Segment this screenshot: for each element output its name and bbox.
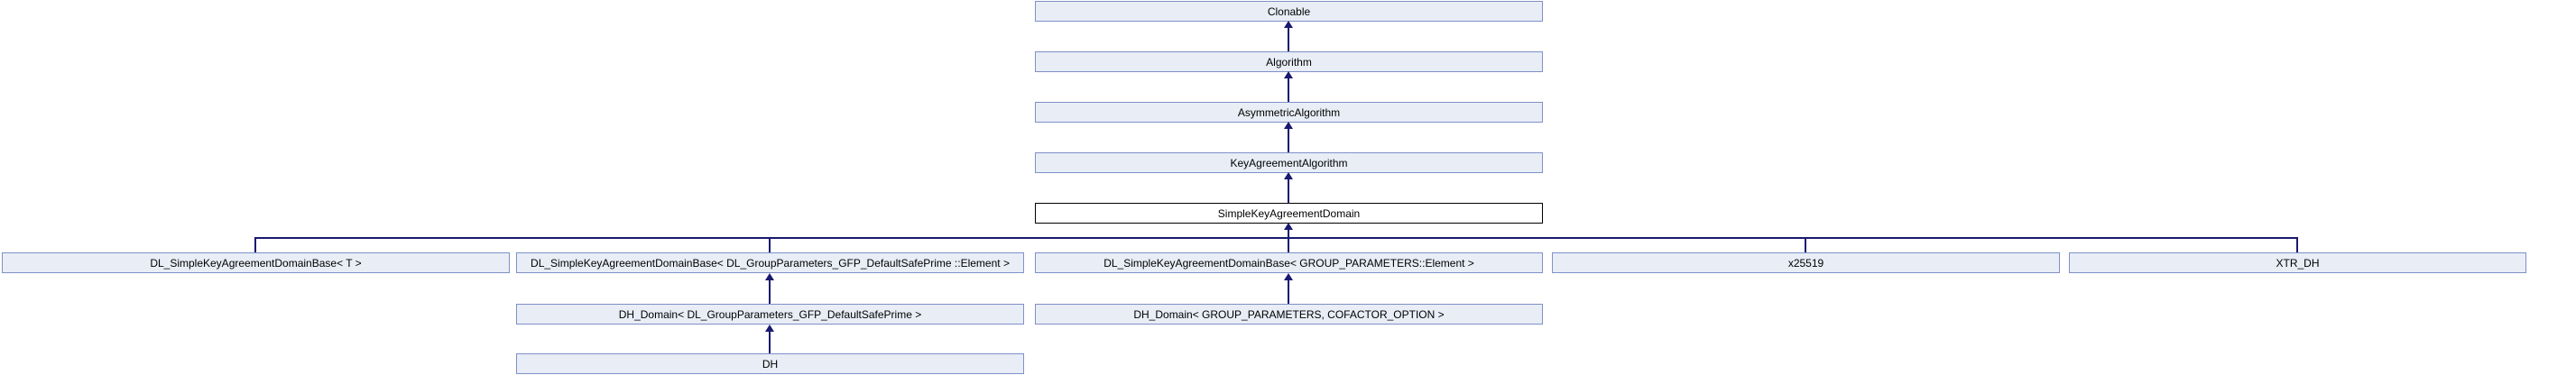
- class-node-dl-simplekeyagreementdomainbase-t[interactable]: DL_SimpleKeyAgreementDomainBase< T >: [2, 252, 510, 273]
- inheritance-stub-line: [254, 237, 256, 252]
- class-node-x25519[interactable]: x25519: [1552, 252, 2060, 273]
- class-node-xtr-dh[interactable]: XTR_DH: [2069, 252, 2526, 273]
- class-node-algorithm[interactable]: Algorithm: [1035, 51, 1543, 72]
- class-node-dl-simplekeyagreementdomainbase-group-parameters[interactable]: DL_SimpleKeyAgreementDomainBase< GROUP_P…: [1035, 252, 1543, 273]
- inheritance-bus-line: [255, 237, 2298, 239]
- inheritance-edge-line: [769, 279, 771, 304]
- inheritance-edge-line: [1288, 178, 1289, 203]
- inheritance-edge-line: [1288, 78, 1289, 102]
- inheritance-arrowhead: [1284, 273, 1293, 280]
- inheritance-arrowhead: [1284, 122, 1293, 129]
- inheritance-arrowhead: [765, 273, 774, 280]
- inheritance-edge-line: [1288, 128, 1289, 152]
- class-node-dh[interactable]: DH: [516, 353, 1024, 374]
- class-node-dh-domain-defaultsafeprime[interactable]: DH_Domain< DL_GroupParameters_GFP_Defaul…: [516, 304, 1024, 325]
- class-node-dh-domain-group-parameters[interactable]: DH_Domain< GROUP_PARAMETERS, COFACTOR_OP…: [1035, 304, 1543, 325]
- class-node-asymmetric-algorithm[interactable]: AsymmetricAlgorithm: [1035, 102, 1543, 123]
- inheritance-stub-line: [769, 237, 771, 252]
- inheritance-stub-line: [2296, 237, 2298, 252]
- inheritance-arrowhead: [1284, 71, 1293, 78]
- inheritance-edge-line: [1288, 279, 1289, 304]
- class-node-clonable[interactable]: Clonable: [1035, 1, 1543, 22]
- class-node-key-agreement-algorithm[interactable]: KeyAgreementAlgorithm: [1035, 152, 1543, 173]
- inheritance-edge-line: [1288, 229, 1289, 238]
- inheritance-arrowhead: [1284, 21, 1293, 28]
- inheritance-arrowhead: [765, 325, 774, 332]
- inheritance-arrowhead: [1284, 223, 1293, 230]
- inheritance-arrowhead: [1284, 172, 1293, 179]
- inheritance-stub-line: [1288, 237, 1289, 252]
- class-node-dl-simplekeyagreementdomainbase-defaultsafeprime[interactable]: DL_SimpleKeyAgreementDomainBase< DL_Grou…: [516, 252, 1024, 273]
- inheritance-edge-line: [769, 331, 771, 353]
- inheritance-edge-line: [1288, 27, 1289, 51]
- class-node-simple-key-agreement-domain-current: SimpleKeyAgreementDomain: [1035, 203, 1543, 224]
- inheritance-stub-line: [1805, 237, 1806, 252]
